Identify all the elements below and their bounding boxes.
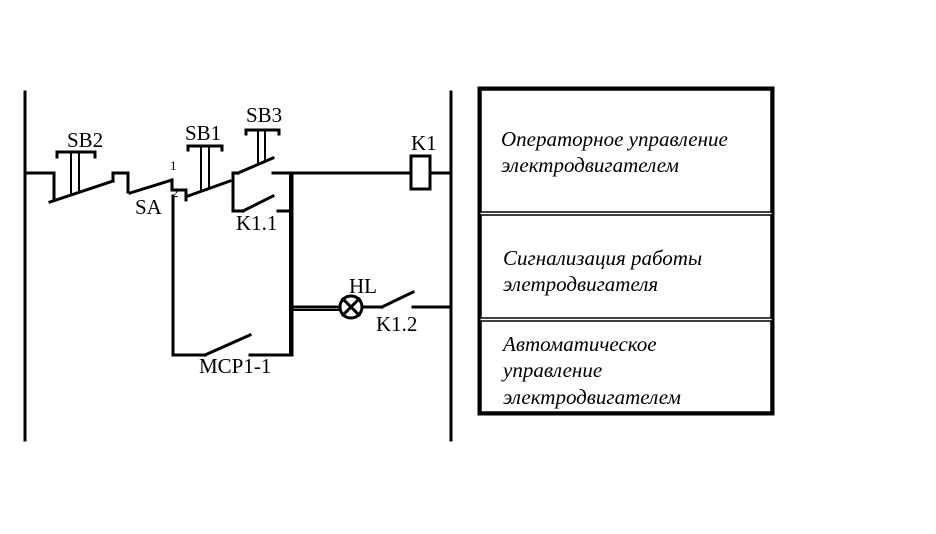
label-sb1: SB1: [185, 121, 221, 145]
description-box-1: [480, 89, 772, 213]
box1-line2: электродвигателем: [501, 153, 679, 177]
label-sb3: SB3: [246, 103, 282, 127]
box3-line2: управление: [501, 358, 602, 382]
k1-coil: [409, 154, 432, 191]
box2-line1: Сигнализация работы: [503, 246, 702, 270]
box3-line1: Автоматическое: [501, 332, 657, 356]
k1-1-contact: [231, 193, 294, 214]
sb1-pushbutton: [184, 144, 232, 202]
description-panel: Операторное управление электродвигателем…: [477, 86, 775, 416]
label-k1: K1: [411, 131, 437, 155]
lamp-branch: [290, 289, 453, 320]
mcp-branch-wiring: [171, 171, 294, 357]
sb3-pushbutton: [231, 128, 294, 213]
label-mcp: MCP1-1: [199, 354, 271, 378]
box2-line2: элетродвигателя: [503, 272, 658, 296]
label-sa-pos2: 2: [172, 185, 179, 200]
label-sa-pos1: 1: [170, 158, 177, 173]
label-sa: SA: [135, 195, 163, 219]
sb2-pushbutton: [23, 150, 130, 204]
box1-line1: Операторное управление: [501, 127, 728, 151]
label-k1-1: K1.1: [236, 211, 277, 235]
label-sb2: SB2: [67, 128, 103, 152]
label-k1-2: K1.2: [376, 312, 417, 336]
sa-switch: [126, 171, 188, 195]
description-box-3: [480, 320, 772, 413]
label-hl: HL: [349, 274, 377, 298]
description-box-2: [480, 214, 772, 319]
box3-line3: электродвигателем: [503, 385, 681, 409]
